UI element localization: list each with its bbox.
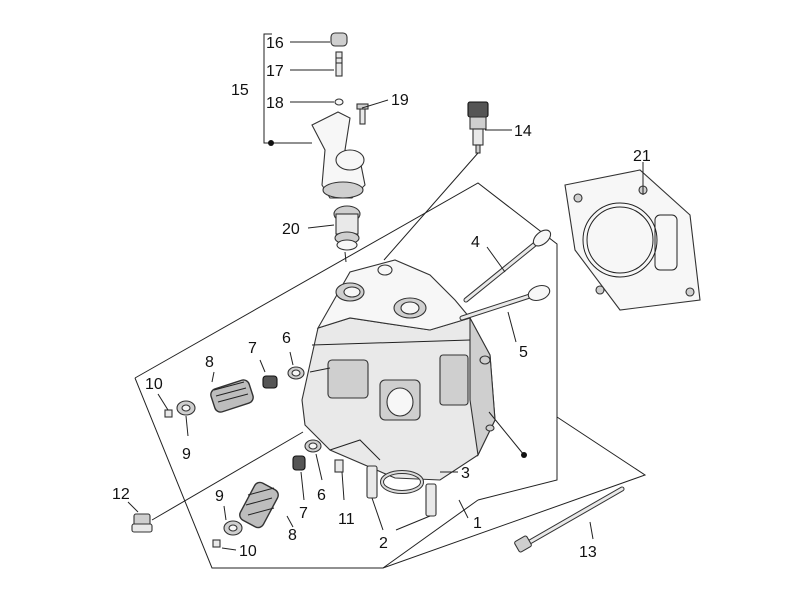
thermostat	[333, 205, 361, 251]
callout-13: 13	[579, 544, 597, 561]
valve-seal-lower	[292, 455, 306, 471]
callout-3: 3	[461, 465, 470, 482]
callout-9-lower: 9	[215, 488, 224, 505]
valve-spring-seat-upper	[287, 366, 305, 380]
small-washer	[334, 98, 344, 106]
valve-cotter-upper	[164, 409, 173, 418]
cap	[330, 32, 348, 47]
callout-6-lower: 6	[317, 487, 326, 504]
leader-lines	[127, 33, 644, 551]
callout-7-lower: 7	[299, 505, 308, 522]
callout-18: 18	[266, 95, 284, 112]
callout-14: 14	[514, 123, 532, 140]
head-bolt	[514, 486, 625, 553]
callout-21: 21	[633, 148, 651, 165]
callout-6-upper: 6	[282, 330, 291, 347]
callout-9-upper: 9	[182, 446, 191, 463]
dowel-pin-a	[366, 465, 378, 499]
callout-10-upper: 10	[145, 376, 163, 393]
callout-2: 2	[379, 535, 388, 552]
dowel-pin-b	[425, 483, 437, 517]
callout-19: 19	[391, 92, 409, 109]
valve-spring-lower	[239, 481, 279, 529]
valve-seal-upper	[262, 375, 278, 389]
callout-4: 4	[471, 234, 480, 251]
temperature-sensor	[467, 101, 489, 154]
valve-cotter-lower	[212, 539, 221, 548]
stud	[334, 459, 344, 473]
valve-spring-upper	[210, 379, 254, 413]
cylinder-head	[301, 259, 496, 481]
intake-valve	[459, 284, 551, 321]
callout-8-upper: 8	[205, 354, 214, 371]
o-ring	[380, 470, 424, 494]
callout-5: 5	[519, 344, 528, 361]
callout-15: 15	[231, 82, 249, 99]
callout-17: 17	[266, 63, 284, 80]
callout-1: 1	[473, 515, 482, 532]
callout-labels: 1 2 3 4 5 6 6 7 7 8 8 9 9 10 10 11 12 13…	[112, 35, 651, 561]
plug	[131, 513, 153, 533]
callout-11: 11	[338, 511, 355, 528]
callout-7-upper: 7	[248, 340, 257, 357]
callout-16: 16	[266, 35, 284, 52]
callout-12: 12	[112, 486, 130, 503]
spring-retainer-upper	[176, 400, 196, 416]
callout-10-lower: 10	[239, 543, 257, 560]
bleed-screw	[335, 51, 343, 77]
head-gasket	[564, 169, 701, 311]
callout-20: 20	[282, 221, 300, 238]
valve-spring-seat-lower	[304, 439, 322, 453]
callout-8-lower: 8	[288, 527, 297, 544]
thermostat-housing	[311, 111, 366, 199]
assembly-frame	[134, 182, 647, 569]
spring-retainer-lower	[223, 520, 243, 536]
